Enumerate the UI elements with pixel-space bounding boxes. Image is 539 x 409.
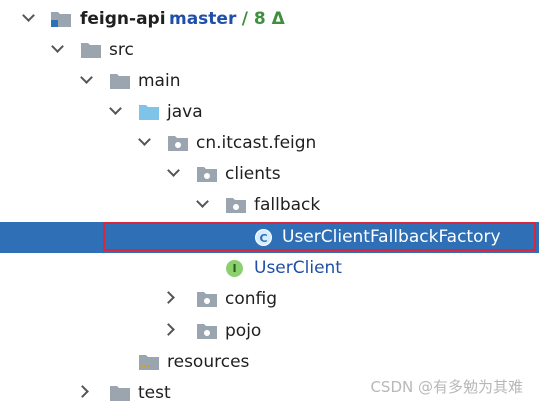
tree-row-config[interactable]: config [0, 284, 539, 315]
folder-icon [109, 71, 131, 91]
tree-row-fallback-factory[interactable]: C UserClientFallbackFactory [0, 222, 539, 253]
folder-icon [80, 40, 102, 60]
chevron-down-icon[interactable] [109, 102, 122, 115]
chevron-down-icon[interactable] [167, 164, 180, 177]
tree-row-feign-api[interactable]: feign-api master / 8 Δ [0, 4, 539, 35]
package-icon [196, 164, 218, 184]
tree-row-java[interactable]: java [0, 97, 539, 128]
watermark: CSDN @有多勉为其难 [370, 378, 523, 396]
change-count: / 8 Δ [241, 9, 285, 29]
module-folder-icon [50, 9, 72, 29]
tree-row-clients[interactable]: clients [0, 159, 539, 190]
tree-row-resources[interactable]: resources [0, 347, 539, 378]
folder-label: main [138, 71, 181, 91]
branch-info: master / 8 Δ [169, 8, 285, 30]
tree-row-pojo[interactable]: pojo [0, 316, 539, 347]
interface-label: UserClient [254, 258, 342, 278]
package-label: clients [225, 164, 281, 184]
chevron-down-icon[interactable] [196, 195, 209, 208]
tree-row-fallback[interactable]: fallback [0, 190, 539, 221]
folder-label: resources [167, 352, 250, 372]
class-icon: C [255, 229, 272, 246]
module-name: feign-api [80, 9, 166, 29]
folder-label: src [109, 40, 134, 60]
interface-icon: I [226, 260, 243, 277]
chevron-down-icon[interactable] [138, 133, 151, 146]
resources-folder-icon [138, 352, 160, 372]
branch-name: master [169, 9, 237, 29]
package-icon [196, 289, 218, 309]
package-label: pojo [225, 321, 262, 341]
package-label: cn.itcast.feign [196, 133, 317, 153]
chevron-down-icon[interactable] [22, 9, 35, 22]
chevron-down-icon[interactable] [51, 40, 64, 53]
package-icon [196, 321, 218, 341]
chevron-right-icon[interactable] [76, 385, 89, 398]
tree-row-test[interactable]: test [0, 378, 539, 409]
folder-icon [109, 383, 131, 403]
tree-row-src[interactable]: src [0, 35, 539, 66]
package-label: fallback [254, 195, 321, 215]
package-icon [167, 133, 189, 153]
package-label: config [225, 289, 278, 309]
tree-row-package[interactable]: cn.itcast.feign [0, 128, 539, 159]
folder-label: java [167, 102, 203, 122]
package-icon [225, 195, 247, 215]
chevron-right-icon[interactable] [162, 291, 175, 304]
chevron-down-icon[interactable] [80, 71, 93, 84]
class-label: UserClientFallbackFactory [282, 227, 501, 247]
chevron-right-icon[interactable] [162, 323, 175, 336]
source-folder-icon [138, 102, 160, 122]
tree-row-main[interactable]: main [0, 66, 539, 97]
folder-label: test [138, 383, 171, 403]
tree-row-user-client[interactable]: I UserClient [0, 253, 539, 284]
